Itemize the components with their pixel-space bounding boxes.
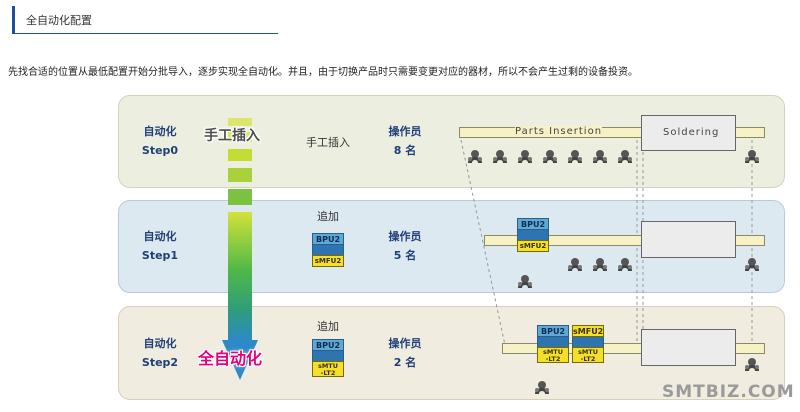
operator-head-icon xyxy=(518,275,532,288)
operator-head-icon xyxy=(618,258,632,271)
soldering-label: Soldering xyxy=(663,127,720,138)
step0-operators: 操作员 8 名 xyxy=(388,125,422,157)
step1-line-module: BPU2 sMFU2 xyxy=(517,218,549,252)
step2-label: 自动化 Step2 xyxy=(141,337,179,369)
operator-head-icon xyxy=(568,258,582,271)
step2-operators: 操作员 2 名 xyxy=(388,337,422,369)
step1-machine xyxy=(641,221,736,258)
operator-head-icon xyxy=(493,150,507,163)
operator-head-icon xyxy=(568,150,582,163)
operator-head-icon xyxy=(593,258,607,271)
section-title: 全自动化配置 xyxy=(26,14,92,27)
operator-head-icon xyxy=(543,150,557,163)
step1-added-module: BPU2 sMFU2 xyxy=(312,233,344,267)
step1-operators: 操作员 5 名 xyxy=(388,230,422,262)
manual-insertion-label: 手工插入 xyxy=(204,128,260,144)
step0-label: 自动化 Step0 xyxy=(141,125,179,157)
step1-label: 自动化 Step1 xyxy=(141,230,179,262)
step2-add-label: 追加 xyxy=(317,320,339,333)
full-automation-label: 全自动化 xyxy=(198,349,263,368)
step0-method: 手工插入 xyxy=(306,136,350,149)
operator-head-icon xyxy=(745,150,759,163)
step2-conveyor xyxy=(502,343,765,354)
step2-line-module-1: BPU2 sMTU -LT2 xyxy=(537,325,569,363)
parts-insertion-label: Parts Insertion xyxy=(515,126,603,137)
operator-head-icon xyxy=(745,358,759,371)
operator-head-icon xyxy=(535,381,549,394)
automation-arrow xyxy=(222,118,258,380)
soldering-machine xyxy=(641,115,736,151)
operator-head-icon xyxy=(468,150,482,163)
description-text: 先找合适的位置从最低配置开始分批导入，逐步实现全自动化。并且，由于切换产品时只需… xyxy=(8,67,638,78)
watermark: SMTBIZ.COM xyxy=(662,382,795,402)
operator-head-icon xyxy=(745,258,759,271)
operator-head-icon xyxy=(518,150,532,163)
step0-conveyor xyxy=(459,127,765,138)
step2-machine xyxy=(641,329,736,366)
step2-added-module: BPU2 sMTU -LT2 xyxy=(312,339,344,377)
operator-head-icon xyxy=(618,150,632,163)
section-header: 全自动化配置 xyxy=(12,6,278,34)
operator-head-icon xyxy=(593,150,607,163)
step2-line-module-2: sMFU2 sMTU -LT2 xyxy=(572,325,604,363)
step1-add-label: 追加 xyxy=(317,210,339,223)
step1-conveyor xyxy=(484,235,765,246)
